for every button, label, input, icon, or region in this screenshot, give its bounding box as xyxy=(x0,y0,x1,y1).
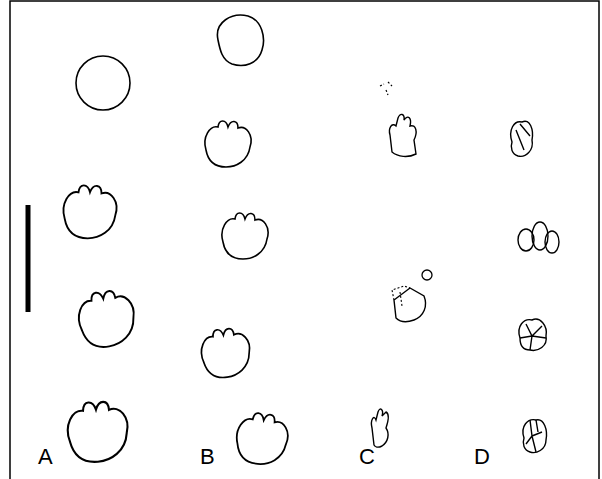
panel-letter: C xyxy=(359,446,375,468)
panel-letter: B xyxy=(200,446,215,468)
frame xyxy=(10,1,599,479)
panel-letter: D xyxy=(474,446,490,468)
scale-bar xyxy=(26,205,31,312)
panel-letter: A xyxy=(38,446,53,468)
